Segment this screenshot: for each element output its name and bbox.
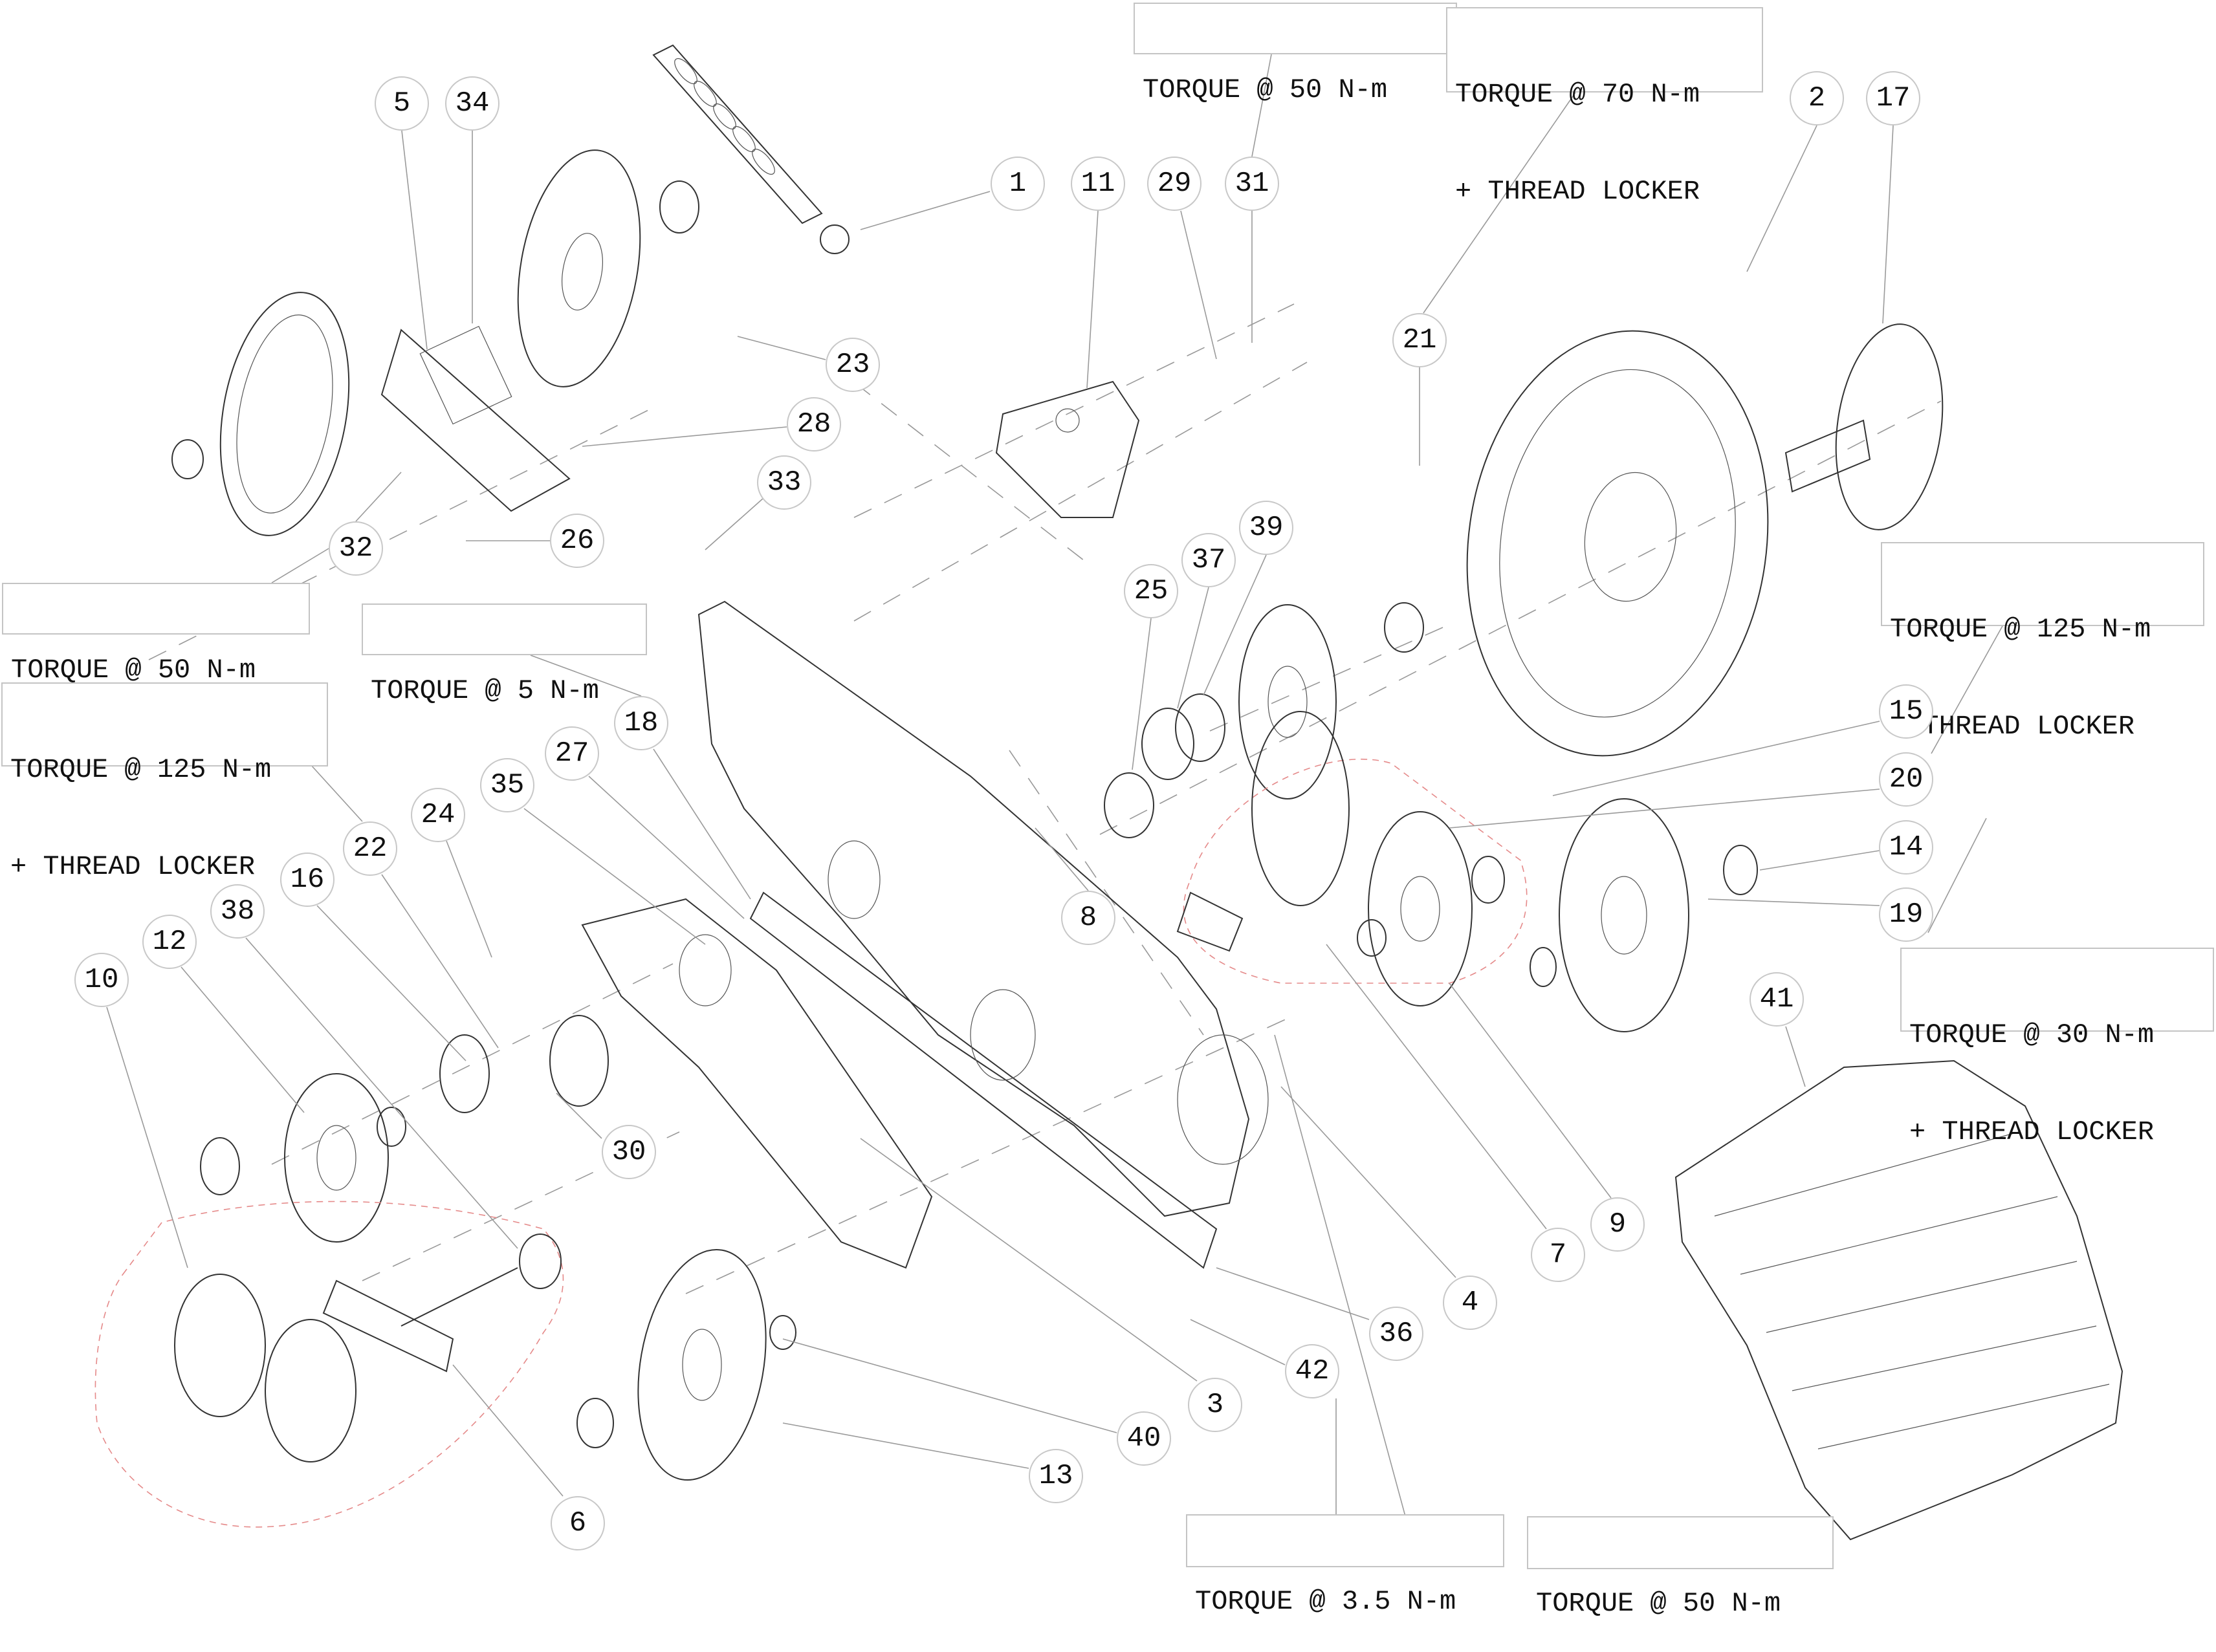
callout-part-3: 3 xyxy=(1188,1378,1242,1432)
torque-note-part-21: TORQUE @ 70 N-m + THREAD LOCKER xyxy=(1446,7,1763,207)
callout-part-30: 30 xyxy=(602,1125,656,1179)
torque-note-part-32: TORQUE @ 50 N-m xyxy=(2,583,310,686)
bracket-part-11 xyxy=(995,380,1140,518)
callout-part-37: 37 xyxy=(1181,533,1236,587)
callout-part-26: 26 xyxy=(550,514,604,568)
callout-part-38: 38 xyxy=(210,884,265,939)
torque-note-part-22: TORQUE @ 125 N-m + THREAD LOCKER xyxy=(1,682,328,882)
exploded-diagram-canvas xyxy=(94,44,2123,1541)
torque-note-text: TORQUE @ 70 N-m xyxy=(1455,79,1700,110)
callout-part-17: 17 xyxy=(1866,71,1920,125)
callout-part-32: 32 xyxy=(329,521,383,576)
lower-left-idler-wheels xyxy=(200,1015,609,1243)
torque-note-text: TORQUE @ 5 N-m xyxy=(371,675,599,706)
callout-part-28: 28 xyxy=(787,397,841,451)
callout-part-40: 40 xyxy=(1117,1411,1171,1466)
callout-part-15: 15 xyxy=(1879,684,1933,739)
torque-note-text: + THREAD LOCKER xyxy=(1455,176,1700,207)
leader-lines xyxy=(106,54,2019,1517)
upper-idler-wheels xyxy=(171,149,699,536)
callout-part-27: 27 xyxy=(545,726,599,781)
idler-arm-group-outline xyxy=(1176,711,1528,1006)
callout-part-18: 18 xyxy=(614,696,668,750)
torque-note-text: TORQUE @ 50 N-m xyxy=(1143,74,1388,105)
torque-note-part-7: TORQUE @ 50 N-m xyxy=(1527,1516,1834,1619)
callout-part-2: 2 xyxy=(1790,71,1844,125)
callout-part-1: 1 xyxy=(991,157,1045,211)
mid-idler-wheel-assembly xyxy=(1104,602,1424,838)
torque-note-text: + THREAD LOCKER xyxy=(10,851,256,882)
callout-part-21: 21 xyxy=(1392,313,1447,367)
callout-part-29: 29 xyxy=(1147,157,1201,211)
callout-part-6: 6 xyxy=(551,1496,605,1550)
callout-part-22: 22 xyxy=(343,821,397,876)
callout-part-4: 4 xyxy=(1443,1276,1497,1330)
torque-note-part-20: TORQUE @ 125 N-m + THREAD LOCKER xyxy=(1881,542,2204,742)
callout-part-12: 12 xyxy=(142,915,197,969)
torque-note-text: TORQUE @ 30 N-m xyxy=(1909,1019,2155,1050)
track-part-41 xyxy=(1674,1060,2123,1541)
callout-part-7: 7 xyxy=(1531,1228,1585,1282)
torque-note-text: TORQUE @ 50 N-m xyxy=(1536,1588,1781,1619)
rear-wheel-group-outline xyxy=(94,1201,564,1528)
callout-part-35: 35 xyxy=(480,758,534,812)
callout-part-42: 42 xyxy=(1285,1344,1339,1398)
callout-part-8: 8 xyxy=(1061,891,1115,945)
callout-part-33: 33 xyxy=(757,455,811,510)
callout-part-25: 25 xyxy=(1124,564,1178,618)
bottom-idler-wheel xyxy=(576,1248,796,1481)
callout-part-34: 34 xyxy=(445,76,499,131)
drive-shaft-part-17 xyxy=(1784,323,1944,530)
callout-part-24: 24 xyxy=(411,788,465,842)
torque-note-text: TORQUE @ 125 N-m xyxy=(1890,614,2151,645)
callout-part-9: 9 xyxy=(1590,1197,1645,1252)
callout-part-5: 5 xyxy=(375,76,429,131)
callout-part-36: 36 xyxy=(1369,1307,1423,1361)
callout-part-20: 20 xyxy=(1879,752,1933,807)
assembly-centerlines xyxy=(148,303,1942,1294)
torque-note-part-42: TORQUE @ 3.5 N-m xyxy=(1186,1514,1504,1617)
torque-note-part-19: TORQUE @ 30 N-m + THREAD LOCKER xyxy=(1900,948,2214,1147)
drive-sprocket-part-2 xyxy=(1466,330,1769,757)
callout-part-14: 14 xyxy=(1879,820,1933,875)
torque-note-text: + THREAD LOCKER xyxy=(1909,1116,2155,1147)
torque-note-text: TORQUE @ 125 N-m xyxy=(10,754,272,785)
torque-note-text: + THREAD LOCKER xyxy=(1890,711,2135,742)
torque-note-text: TORQUE @ 3.5 N-m xyxy=(1195,1586,1456,1617)
callout-part-11: 11 xyxy=(1071,157,1125,211)
rear-idler-wheel xyxy=(1530,798,1758,1032)
callout-part-31: 31 xyxy=(1225,157,1279,211)
torque-note-part-18: TORQUE @ 5 N-m xyxy=(362,603,647,706)
torque-note-text: TORQUE @ 50 N-m xyxy=(11,655,256,686)
callout-part-23: 23 xyxy=(826,338,880,392)
callout-part-13: 13 xyxy=(1029,1449,1083,1503)
torque-note-part-31: TORQUE @ 50 N-m xyxy=(1134,3,1457,105)
callout-part-39: 39 xyxy=(1239,501,1293,555)
main-slide-rail-frame xyxy=(581,600,1269,1269)
callout-part-41: 41 xyxy=(1750,972,1804,1027)
callout-part-10: 10 xyxy=(74,953,129,1007)
callout-part-19: 19 xyxy=(1879,887,1933,942)
callout-part-16: 16 xyxy=(280,853,335,907)
shock-absorber-part-1 xyxy=(652,44,850,254)
